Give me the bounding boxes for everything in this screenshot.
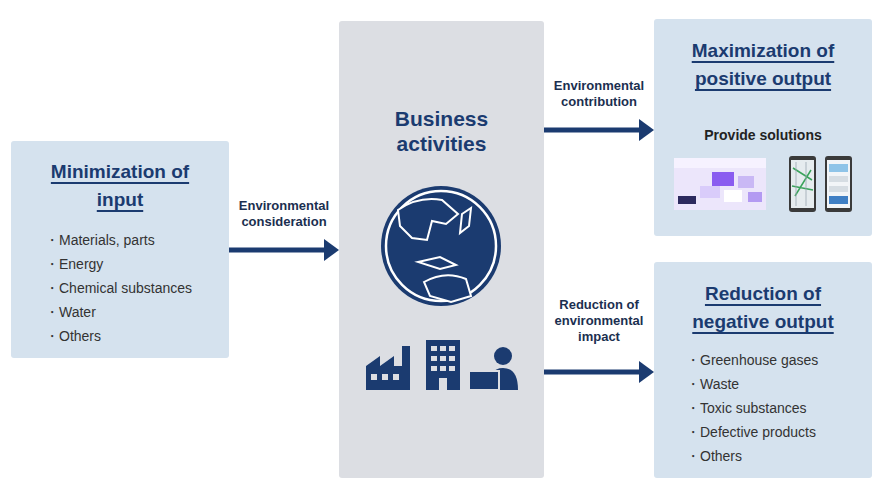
flow-arrow bbox=[229, 239, 339, 261]
box-item: ・Materials, parts bbox=[45, 230, 225, 250]
box-heading: Business activities bbox=[371, 106, 512, 156]
negative-output-box: Reduction of negative output ・Greenhouse … bbox=[654, 262, 872, 478]
input-box: Minimization of input ・Materials, parts ・E… bbox=[11, 141, 229, 358]
box-item: ・Waste bbox=[686, 374, 866, 394]
phone-screenshot bbox=[825, 156, 852, 212]
box-item: ・Water bbox=[45, 302, 225, 322]
box-item: ・Greenhouse gases bbox=[686, 350, 866, 370]
box-item: ・Energy bbox=[45, 254, 225, 274]
arrow-label: Reduction of environmental impact bbox=[543, 297, 655, 345]
arrow-label: Environmental consideration bbox=[228, 198, 340, 230]
globe-icon bbox=[381, 186, 501, 306]
flow-arrow bbox=[544, 119, 654, 141]
box-heading: Minimization of input bbox=[35, 158, 205, 214]
flow-arrow bbox=[544, 361, 654, 383]
box-item: ・Chemical substances bbox=[45, 278, 225, 298]
box-item: Provide solutions bbox=[668, 125, 858, 145]
box-heading: Maximization of positive output bbox=[668, 37, 858, 93]
box-item: ・Others bbox=[686, 446, 866, 466]
box-item: ・Others bbox=[45, 326, 225, 346]
arrow-label: Environmental contribution bbox=[543, 78, 655, 110]
box-heading: Reduction of negative output bbox=[668, 280, 858, 336]
activity-box: Business activities bbox=[339, 21, 544, 478]
box-item: ・Toxic substances bbox=[686, 398, 866, 418]
factory-icon bbox=[366, 346, 410, 390]
box-item: ・Defective products bbox=[686, 422, 866, 442]
building-icon bbox=[426, 340, 460, 390]
person-laptop-icon bbox=[469, 347, 518, 390]
software-screenshot bbox=[674, 158, 766, 210]
positive-output-box: Maximization of positive outputProvide s… bbox=[654, 19, 872, 236]
phone-screenshot bbox=[789, 156, 816, 212]
